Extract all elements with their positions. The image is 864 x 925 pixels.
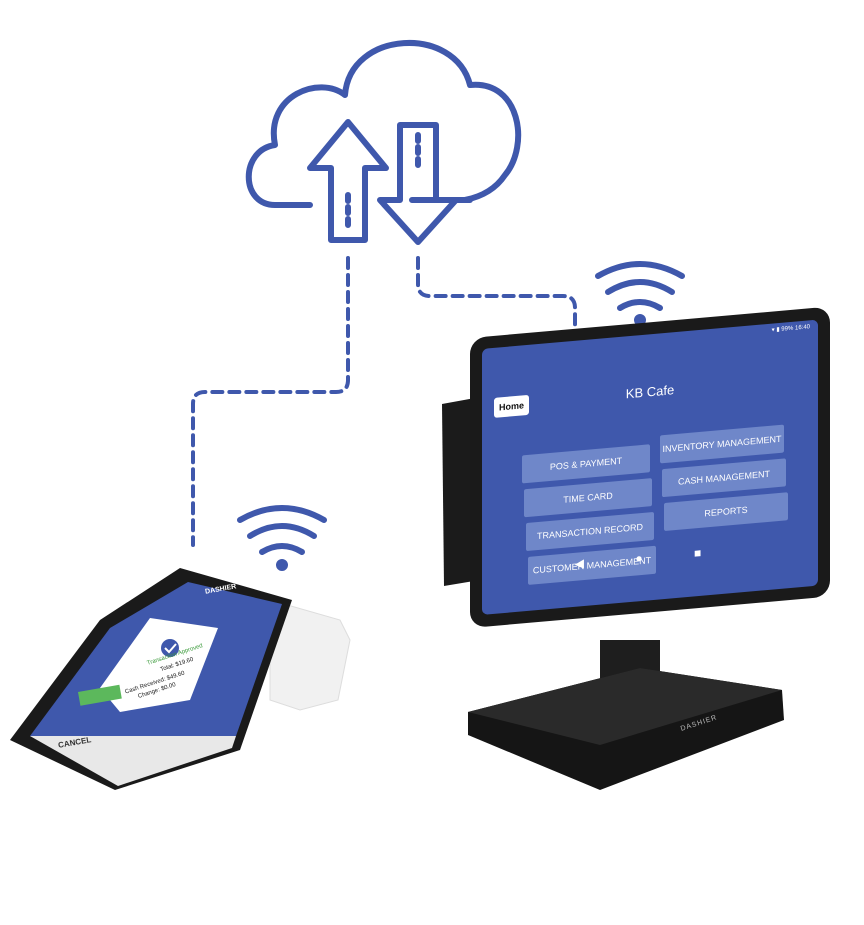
cloud-icon <box>245 40 522 208</box>
page-title: KB Cafe <box>625 382 675 402</box>
inventory-management-button[interactable]: INVENTORY MANAGEMENT <box>660 424 784 464</box>
pos-terminal-screen: ▾ ▮ 99% 16:40 Home KB Cafe POS & PAYMENT… <box>470 306 830 628</box>
download-arrow-icon <box>377 122 459 245</box>
transaction-record-button[interactable]: TRANSACTION RECORD <box>526 511 654 552</box>
wifi-icon <box>237 505 327 571</box>
dashed-link-handheld <box>191 256 350 547</box>
upload-arrow-icon <box>307 119 389 243</box>
cash-management-button[interactable]: CASH MANAGEMENT <box>662 458 786 498</box>
time-card-button[interactable]: TIME CARD <box>524 478 652 518</box>
pos-payment-button[interactable]: POS & PAYMENT <box>522 444 650 484</box>
pos-display: ▾ ▮ 99% 16:40 Home KB Cafe POS & PAYMENT… <box>482 319 818 615</box>
status-bar: ▾ ▮ 99% 16:40 <box>771 324 810 334</box>
dashed-link-terminal <box>416 256 577 340</box>
reports-button[interactable]: REPORTS <box>664 492 788 532</box>
handheld-device <box>10 568 351 790</box>
wifi-icon <box>595 261 685 326</box>
